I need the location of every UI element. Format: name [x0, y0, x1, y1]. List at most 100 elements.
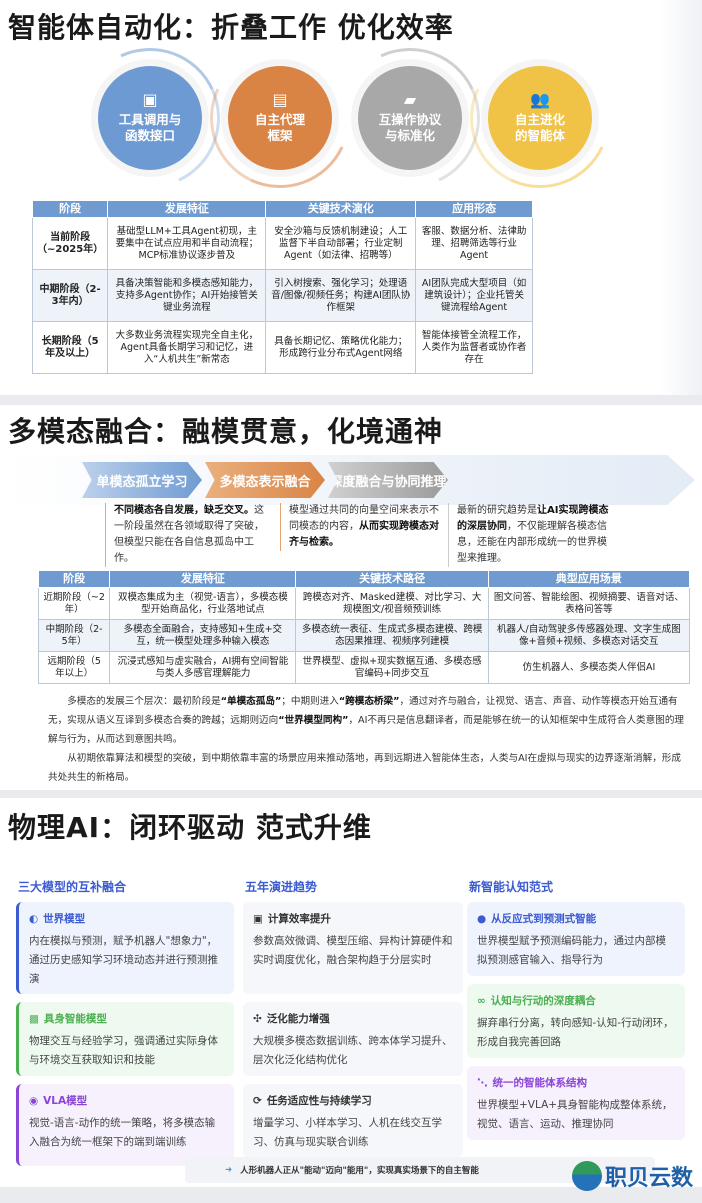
side-gradient	[660, 0, 702, 395]
card-text: 视觉-语言-动作的统一策略，将多模态输入融合为统一框架下的端到端训练	[29, 1117, 216, 1148]
section-divider	[0, 395, 702, 405]
step-label: 与标准化	[384, 128, 435, 143]
card-title-text: VLA模型	[43, 1095, 88, 1107]
card-title: ⟳ 任务适应性与持续学习	[253, 1092, 453, 1111]
card-title-text: 泛化能力增强	[266, 1013, 330, 1025]
step-label: 工具调用与	[118, 112, 182, 127]
robot-icon: ▩	[29, 1013, 39, 1025]
card-title-text: 任务适应性与持续学习	[266, 1095, 372, 1107]
card-lightbulb: ●从反应式到预测式智能世界模型赋予预测编码能力，通过内部模拟预测感官输入、指导行…	[467, 902, 685, 976]
table-cell: 多模态全面融合，支持感知+生成+交互，统一模型处理多种输入模态	[109, 619, 297, 652]
table-cell: 智能体接管全流程工作，人类作为监督者或协作者存在	[415, 321, 533, 374]
phase-desc-2: 模型通过共同的向量空间来表示不同模态的内容，从而实现跨模态对齐与检索。	[280, 503, 440, 551]
table-cell: 跨模态对齐、Masked建模、对比学习、大规模图文/视音频预训练	[295, 587, 489, 620]
table-cell: 具备长期记忆、策略优化能力；形成跨行业分布式Agent网络	[265, 321, 417, 374]
step-label: 互操作协议	[378, 112, 442, 127]
table-cell: 当前阶段（~2025年）	[31, 217, 109, 270]
table-cell: 大多数业务流程实现完全自主化，Agent具备长期学习和记忆，进入“人机共生”新常…	[107, 321, 267, 374]
phase-deep-fusion: 深度融合与协同推理	[328, 462, 448, 498]
table-cell: 双模态集成为主（视觉-语言），多模态模型开始商品化，行业落地试点	[109, 587, 297, 620]
card-expand: ✣泛化能力增强大规模多模态数据训练、跨本体学习提升、层次化泛化结构优化	[243, 1002, 463, 1076]
multimodal-stage-table: 阶段发展特征关键技术路径典型应用场景近期阶段（~2年）双模态集成为主（视觉-语言…	[37, 570, 691, 684]
document-icon: ▤	[272, 90, 288, 109]
table-cell: 沉浸式感知与虚实融合，AI拥有空间智能与类人多感官理解能力	[109, 651, 297, 684]
table-cell: 客服、数据分析、法律助理、招聘筛选等行业Agent	[415, 217, 533, 270]
card-title: ▩ 具身智能模型	[29, 1010, 224, 1029]
card-refresh: ⟳ 任务适应性与持续学习增量学习、小样本学习、人机在线交互学习、仿真与现实联合训练	[243, 1084, 463, 1158]
bold-text: “单模态孤岛”	[220, 696, 282, 707]
card-title-text: 具身智能模型	[43, 1013, 107, 1025]
bold-text: 从而实现跨模态对齐与检索。	[289, 521, 439, 548]
table-row: 近期阶段（~2年）双模态集成为主（视觉-语言），多模态模型开始商品化，行业落地试…	[37, 587, 691, 620]
card-title-text: 计算效率提升	[267, 913, 331, 925]
table-row: 远期阶段（5年以上）沉浸式感知与虚实融合，AI拥有空间智能与类人多感官理解能力世…	[37, 651, 691, 684]
bold-text: 让AI实现跨模态的深层协同	[457, 505, 609, 532]
phase-single-modal: 单模态孤立学习	[82, 462, 202, 498]
table-cell: 安全沙箱与反馈机制建设；人工监督下半自动部署；行业定制Agent（如法律、招聘等…	[265, 217, 417, 270]
card-title: ◉ VLA模型	[29, 1092, 224, 1111]
phase-desc-3: 最新的研究趋势是让AI实现跨模态的深层协同，不仅能理解各模态信息，还能在内部形成…	[448, 503, 613, 567]
table-cell: 图文问答、智能绘图、视频摘要、语音对话、表格问答等	[487, 587, 691, 620]
card-text: 参数高效微调、模型压缩、异构计算硬件和实时调度优化，融合架构趋于分层实时	[253, 935, 453, 966]
table-row: 中期阶段（2-3年内）具备决策智能和多模态感知能力，支持多Agent协作；AI开…	[31, 269, 533, 322]
card-text: 增量学习、小样本学习、人机在线交互学习、仿真与现实联合训练	[253, 1117, 442, 1148]
step-circle-1: ▣工具调用与函数接口	[98, 66, 202, 170]
column-header: 发展特征	[107, 200, 267, 218]
card-network: ⋱ 统一的智能体系结构世界模型+VLA+具身智能构成整体系统，视觉、语言、运动、推…	[467, 1066, 685, 1140]
column-header: 关键技术路径	[295, 570, 489, 588]
card-title: ●从反应式到预测式智能	[477, 910, 675, 929]
text: ，通过对齐与融合，让视觉、语言、声音、动作等模态开始互通有无，实现从语义互译到多…	[48, 696, 678, 726]
network-icon: ⋱	[477, 1077, 488, 1089]
step-circle-4: 👥自主进化的智能体	[488, 66, 592, 170]
step-label: 自主进化	[514, 112, 565, 127]
bold-text: “跨模态桥梁”	[338, 696, 400, 707]
card-brain: ◐世界模型内在模拟与预测，赋予机器人"想象力"，通过历史感知学习环境动态并进行预…	[16, 902, 234, 994]
refresh-icon: ⟳	[253, 1095, 262, 1107]
text: 最新的研究趋势是	[457, 505, 537, 516]
table-cell: 多模态统一表征、生成式多模态建模、跨模态因果推理、视频序列建模	[295, 619, 489, 652]
card-text: 摒弃串行分离，转向感知-认知-行动闭环，形成自我完善回路	[477, 1017, 674, 1048]
brain-icon: ◐	[29, 913, 39, 925]
card-text: 内在模拟与预测，赋予机器人"想象力"，通过历史感知学习环境动态并进行预测推演	[29, 935, 218, 985]
table-row: 当前阶段（~2025年）基础型LLM+工具Agent初现，主要集中在试点应用和半…	[31, 217, 533, 270]
text: ，不仅能理解各模态信息，还能在内部形成统一的世界模型来推理。	[457, 521, 607, 564]
summary-paragraph-2: 从初期依靠算法和模型的突破，到中期依靠丰富的场景应用来推动落地，再到远期进入智能…	[48, 753, 681, 783]
card-eye: ◉ VLA模型视觉-语言-动作的统一策略，将多模态输入融合为统一框架下的端到端训练	[16, 1084, 234, 1166]
column-header: 阶段	[37, 570, 111, 588]
card-title: ◐世界模型	[29, 910, 224, 929]
users-icon: 👥	[530, 90, 550, 109]
logo-text: 职贝云数	[605, 1166, 694, 1191]
text: ；中期则进入	[281, 696, 339, 707]
card-chip: ▣计算效率提升参数高效微调、模型压缩、异构计算硬件和实时调度优化，融合架构趋于分…	[243, 902, 463, 994]
column-heading: 三大模型的互补融合	[18, 880, 127, 894]
table-cell: 基础型LLM+工具Agent初现，主要集中在试点应用和半自动流程；MCP标准协议…	[107, 217, 267, 270]
step-label: 框架	[267, 128, 293, 143]
expand-icon: ✣	[253, 1013, 262, 1025]
card-title: ✣ 泛化能力增强	[253, 1010, 453, 1029]
table-cell: 远期阶段（5年以上）	[37, 651, 111, 684]
column-header: 阶段	[31, 200, 109, 218]
bottom-band	[0, 1187, 702, 1203]
section-title-agent-automation: 智能体自动化：折叠工作 优化效率	[8, 11, 454, 44]
link-icon: ∞	[477, 995, 486, 1007]
arrow-right-icon: ➜	[225, 1165, 233, 1175]
section-divider	[0, 790, 702, 798]
agent-stage-table: 阶段发展特征关键技术演化应用形态当前阶段（~2025年）基础型LLM+工具Age…	[31, 200, 533, 374]
phase-desc-1: 不同模态各自发展，缺乏交叉。这一阶段虽然在各领域取得了突破，但模型只能在各自信息…	[105, 503, 270, 567]
column-heading: 新智能认知范式	[469, 880, 554, 894]
card-title-text: 统一的智能体系结构	[492, 1077, 588, 1089]
card-text: 世界模型+VLA+具身智能构成整体系统，视觉、语言、运动、推理协同	[477, 1099, 673, 1130]
bold-text: “世界模型同构”	[278, 715, 349, 726]
column-header: 发展特征	[109, 570, 297, 588]
card-robot: ▩具身智能模型物理交互与经验学习，强调通过实际身体与环境交互获取知识和技能	[16, 1002, 234, 1076]
logo-globe-icon	[572, 1161, 602, 1191]
step-label: 自主代理	[254, 112, 305, 127]
eye-icon: ◉	[29, 1095, 39, 1107]
logo: 职贝云数	[572, 1160, 693, 1192]
table-cell: 具备决策智能和多模态感知能力，支持多Agent协作；AI开始接管关键业务流程	[107, 269, 267, 322]
section-title-physical-ai: 物理AI：闭环驱动 范式升维	[8, 811, 372, 844]
section-title-multimodal: 多模态融合：融模贯意，化境通神	[8, 415, 444, 448]
table-cell: 世界模型、虚拟+现实数据互通、多模态感官编码+同步交互	[295, 651, 489, 684]
text: 这一阶段虽然在各领域取得了突破，但模型只能在各自信息孤岛中工作。	[114, 505, 264, 564]
text: 模型通过共同的向量空间来表示不同模态的内容，	[289, 505, 439, 532]
